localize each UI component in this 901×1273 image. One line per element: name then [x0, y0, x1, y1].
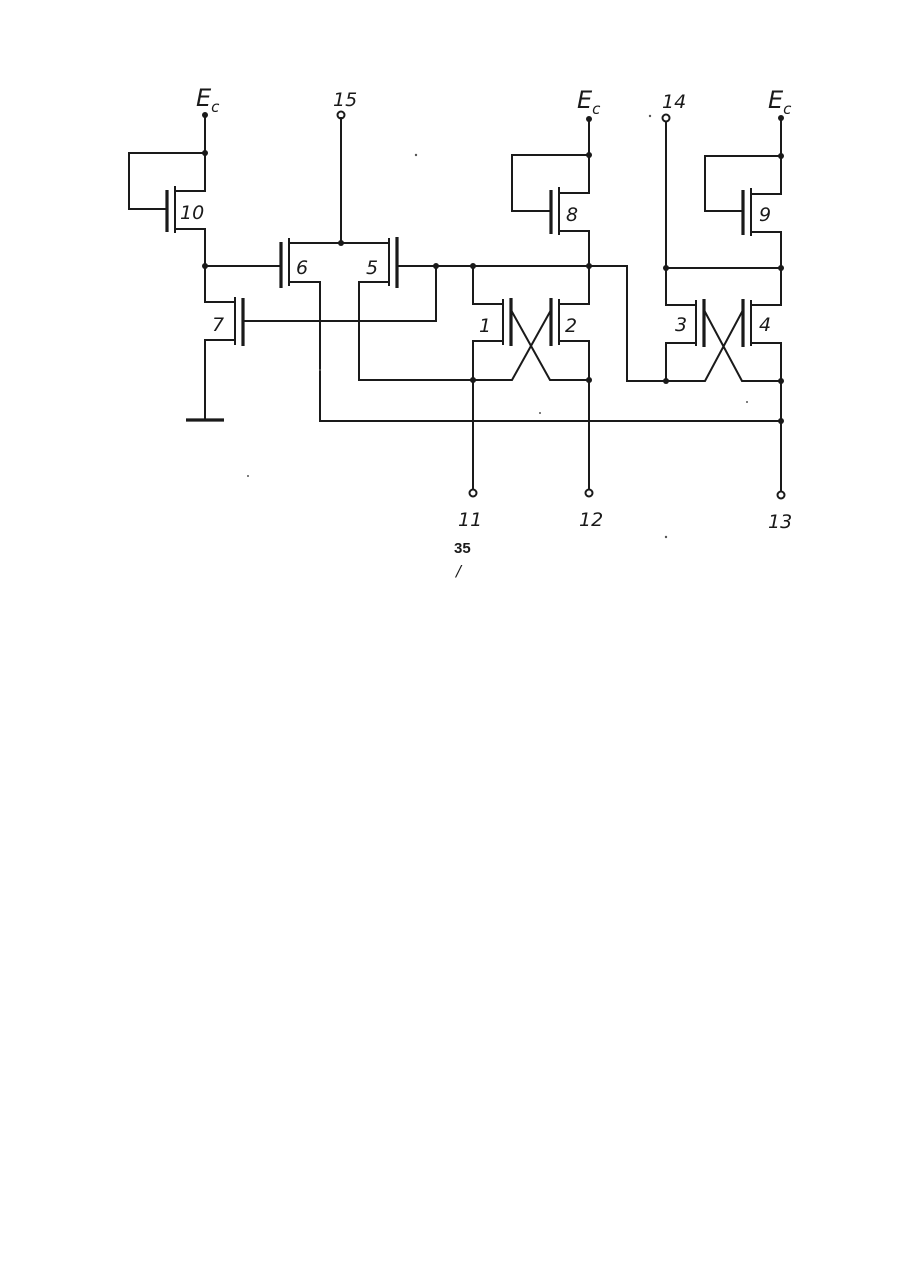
supply-ec-right: Ec — [768, 86, 792, 121]
svg-text:5: 5 — [366, 257, 378, 279]
svg-text:8: 8 — [566, 204, 578, 226]
terminal-15: 15 — [333, 89, 357, 119]
transistor-10: 10 — [129, 118, 208, 266]
transistor-3: 3 — [666, 299, 704, 381]
transistor-2: 2 — [551, 298, 589, 490]
svg-text:2: 2 — [565, 315, 577, 337]
terminal-13: 13 — [768, 492, 792, 534]
svg-text:3: 3 — [675, 314, 687, 336]
page-number: 35 — [454, 540, 471, 557]
transistor-5: 5 — [338, 118, 397, 380]
svg-text:6: 6 — [296, 257, 308, 279]
svg-text:1: 1 — [479, 315, 491, 337]
svg-text:Ec: Ec — [577, 86, 601, 118]
transistor-8: 8 — [512, 122, 592, 304]
supply-ec-left: Ec — [196, 84, 220, 118]
svg-text:15: 15 — [333, 89, 357, 111]
svg-text:Ec: Ec — [196, 84, 220, 116]
transistor-6: 6 — [205, 239, 341, 421]
svg-text:11: 11 — [458, 509, 482, 531]
transistor-7: 7 — [202, 263, 243, 420]
transistor-9: 9 — [705, 121, 784, 305]
svg-text:13: 13 — [768, 511, 792, 533]
svg-text:10: 10 — [180, 202, 204, 224]
terminal-12: 12 — [579, 490, 603, 532]
svg-text:12: 12 — [579, 509, 603, 531]
svg-text:7: 7 — [212, 314, 224, 336]
net-bottom-bus — [320, 418, 784, 424]
svg-text:4: 4 — [759, 314, 771, 336]
transistor-1: 1 — [473, 266, 511, 490]
terminal-14: 14 — [662, 91, 686, 122]
svg-text:14: 14 — [662, 91, 686, 113]
svg-text:9: 9 — [759, 204, 771, 226]
supply-ec-mid: Ec — [577, 86, 601, 122]
terminal-11: 11 — [458, 490, 482, 532]
transistor-4: 4 — [743, 299, 781, 490]
scan-specks — [247, 115, 748, 538]
svg-text:Ec: Ec — [768, 86, 792, 118]
stray-mark: / — [454, 562, 463, 580]
